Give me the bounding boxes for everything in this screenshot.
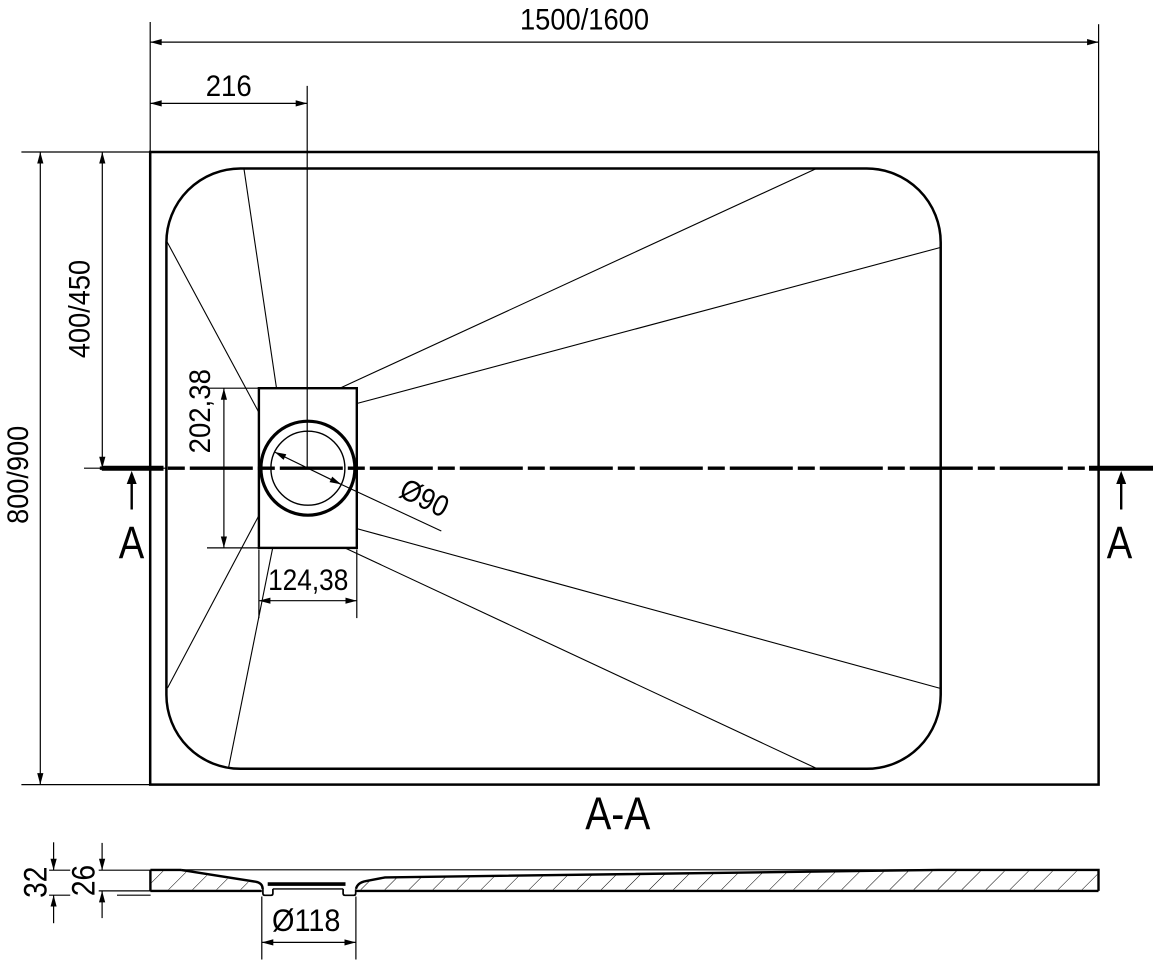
svg-text:124,38: 124,38 [268, 562, 348, 596]
svg-text:Ø118: Ø118 [272, 904, 340, 938]
svg-text:800/900: 800/900 [2, 426, 36, 524]
svg-text:A-A: A-A [585, 789, 651, 841]
svg-text:1500/1600: 1500/1600 [520, 3, 649, 36]
svg-text:32: 32 [19, 867, 54, 898]
svg-text:A: A [119, 517, 145, 568]
svg-text:400/450: 400/450 [63, 260, 97, 358]
svg-text:216: 216 [206, 70, 252, 103]
svg-text:A: A [1107, 517, 1133, 568]
svg-text:202,38: 202,38 [184, 369, 217, 453]
svg-text:26: 26 [67, 865, 102, 896]
